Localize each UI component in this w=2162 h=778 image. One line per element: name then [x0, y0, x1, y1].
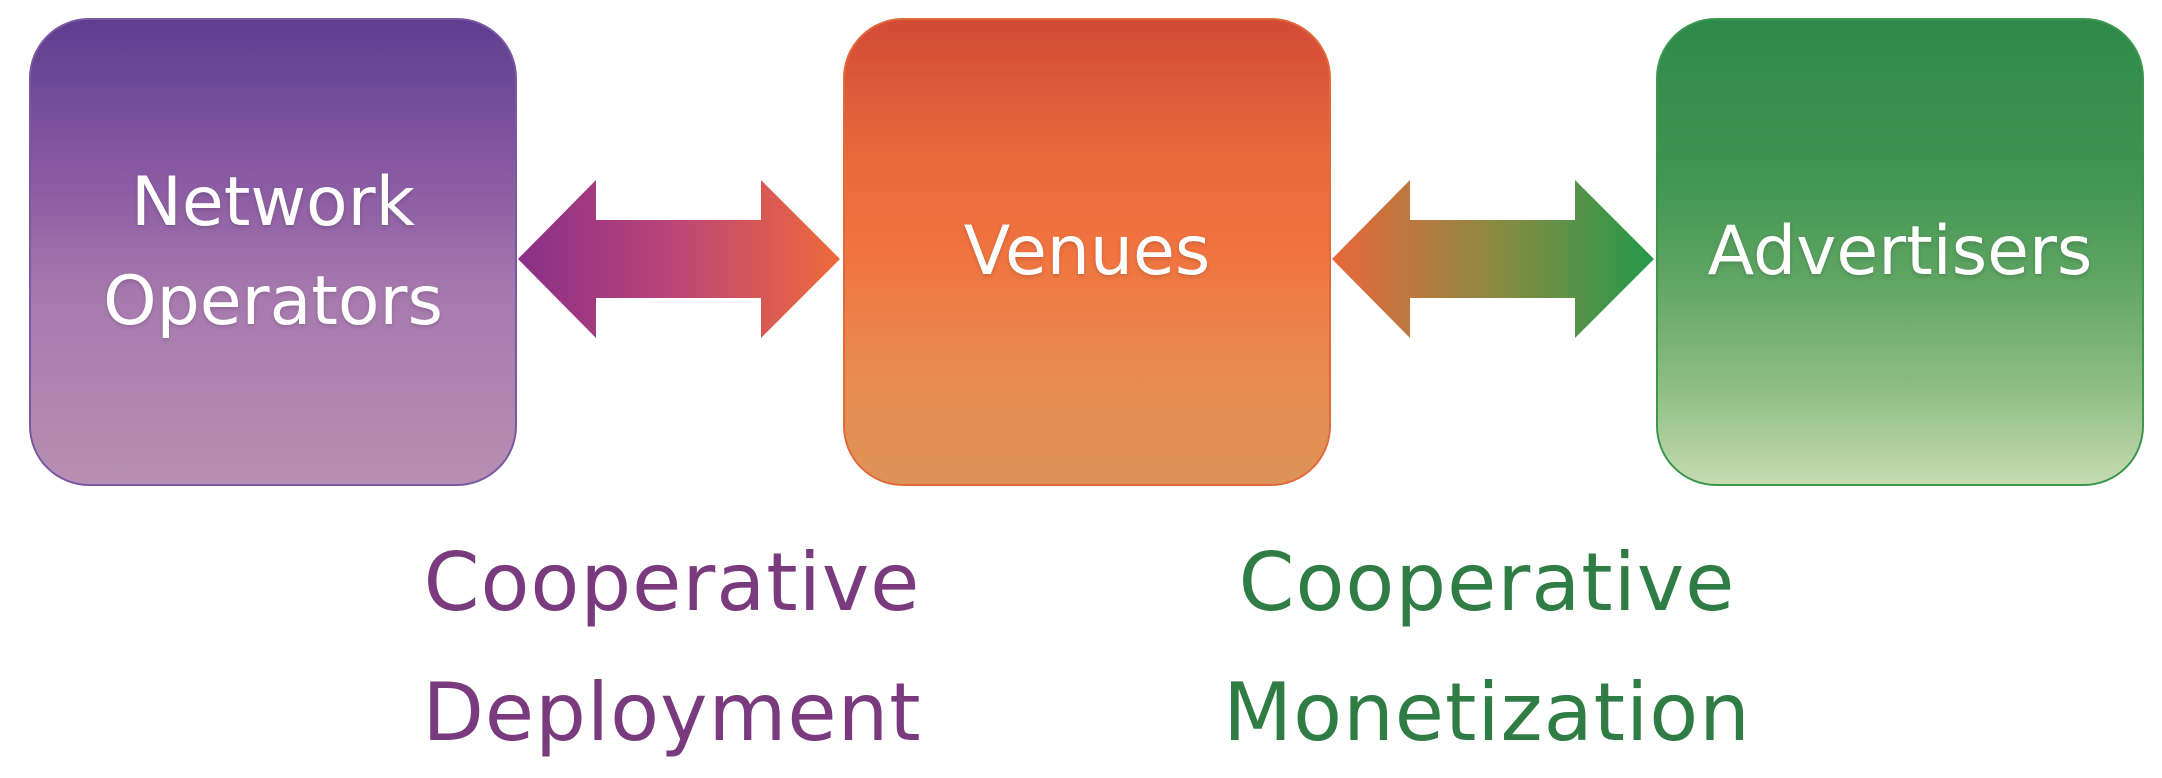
venues-label: Venues — [963, 212, 1211, 292]
cooperative-deployment-line1: Cooperative — [423, 536, 921, 629]
cooperative-monetization-line1: Cooperative — [1238, 536, 1736, 629]
cooperative-monetization-caption: Cooperative Monetization — [1207, 518, 1767, 778]
advertisers-label: Advertisers — [1707, 212, 2093, 292]
network-operators-label: Network Operators — [103, 153, 443, 352]
network-operators-box: Network Operators — [29, 18, 517, 486]
deployment-double-arrow — [518, 180, 840, 338]
network-operators-label-line1: Network — [131, 162, 415, 242]
advertisers-box: Advertisers — [1656, 18, 2144, 486]
cooperative-deployment-caption: Cooperative Deployment — [392, 518, 952, 778]
cooperative-monetization-line2: Monetization — [1223, 666, 1751, 759]
venues-box: Venues — [843, 18, 1331, 486]
monetization-double-arrow — [1332, 180, 1654, 338]
cooperative-deployment-line2: Deployment — [422, 666, 922, 759]
network-operators-label-line2: Operators — [103, 262, 443, 341]
